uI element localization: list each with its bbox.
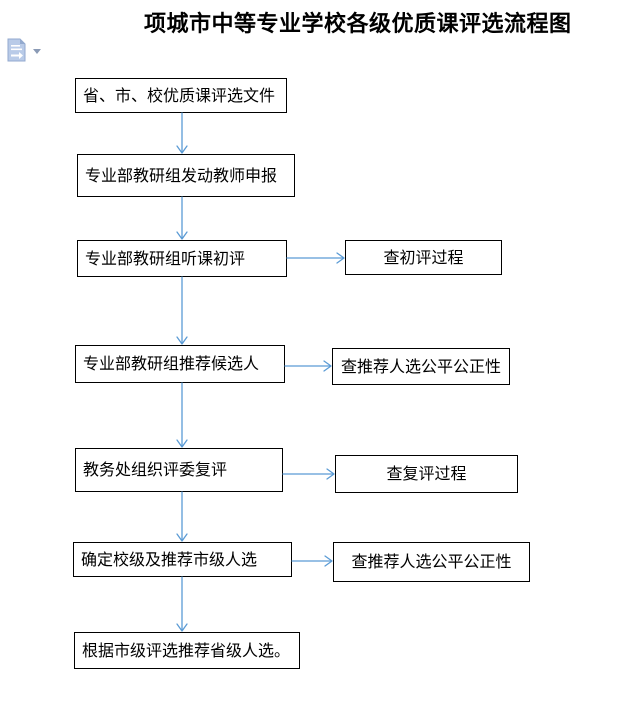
down-arrow-connector-1 [176,112,188,154]
right-arrow-connector-3 [282,468,335,480]
right-arrow-connector-4 [291,555,333,567]
chevron-down-icon [33,48,41,54]
page-title: 项城市中等专业学校各级优质课评选流程图 [144,11,572,37]
flow-step-3[interactable]: 专业部教研组听课初评 [77,240,287,277]
right-arrow-connector-1 [286,252,345,264]
down-arrow-connector-3 [176,276,188,345]
check-box-1[interactable]: 查初评过程 [345,240,502,275]
flow-step-7[interactable]: 根据市级评选推荐省级人选。 [74,632,300,669]
down-arrow-connector-4 [176,382,188,448]
check-box-4[interactable]: 查推荐人选公平公正性 [333,542,530,582]
paste-options-icon [7,38,26,62]
paste-options-button[interactable] [6,37,50,63]
check-box-2[interactable]: 查推荐人选公平公正性 [332,348,510,385]
flow-step-5[interactable]: 教务处组织评委复评 [75,448,283,492]
flow-step-4[interactable]: 专业部教研组推荐候选人 [75,345,285,383]
down-arrow-connector-5 [176,491,188,542]
right-arrow-connector-2 [284,360,332,372]
flow-step-6[interactable]: 确定校级及推荐市级人选 [73,542,292,577]
down-arrow-connector-2 [176,196,188,240]
flow-step-2[interactable]: 专业部教研组发动教师申报 [77,154,295,197]
flow-step-1[interactable]: 省、市、校优质课评选文件 [75,78,287,113]
down-arrow-connector-6 [176,576,188,632]
check-box-3[interactable]: 查复评过程 [335,455,518,493]
